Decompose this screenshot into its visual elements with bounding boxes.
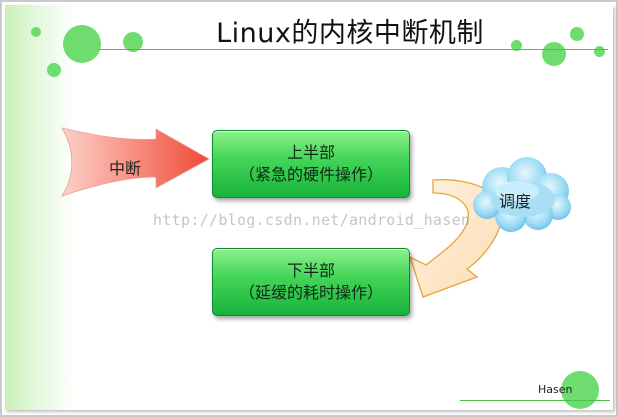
interrupt-arrow bbox=[61, 127, 210, 197]
decor-circle bbox=[570, 27, 584, 41]
watermark-url: http://blog.csdn.net/android_hasen bbox=[153, 211, 471, 229]
title-underline bbox=[98, 49, 608, 50]
author-label: Hasen bbox=[538, 383, 573, 396]
top-half-title: 上半部 bbox=[286, 143, 335, 162]
decor-circle bbox=[47, 63, 61, 77]
decor-circle bbox=[123, 32, 143, 52]
diagram-shapes bbox=[61, 127, 571, 298]
bottom-half-desc: （延缓的耗时操作） bbox=[238, 283, 383, 302]
decor-circle bbox=[594, 46, 605, 57]
cloud-label: 调度 bbox=[499, 192, 532, 211]
decor-circle bbox=[561, 371, 599, 409]
left-green-band bbox=[5, 5, 75, 410]
slide-canvas: Linux的内核中断机制 bbox=[5, 5, 613, 410]
top-half-box: 上半部 （紧急的硬件操作） bbox=[212, 130, 410, 198]
bottom-half-title: 下半部 bbox=[286, 261, 335, 280]
decor-circle bbox=[542, 42, 566, 66]
interrupt-label: 中断 bbox=[109, 159, 142, 178]
decor-circle bbox=[63, 25, 101, 63]
slide-title: Linux的内核中断机制 bbox=[216, 18, 484, 49]
decor-circle bbox=[31, 27, 41, 37]
cloud-shape bbox=[473, 157, 571, 232]
bottom-half-box: 下半部 （延缓的耗时操作） bbox=[212, 248, 410, 316]
top-half-desc: （紧急的硬件操作） bbox=[238, 165, 383, 184]
footer-line bbox=[460, 400, 610, 401]
decor-circle bbox=[511, 40, 522, 51]
